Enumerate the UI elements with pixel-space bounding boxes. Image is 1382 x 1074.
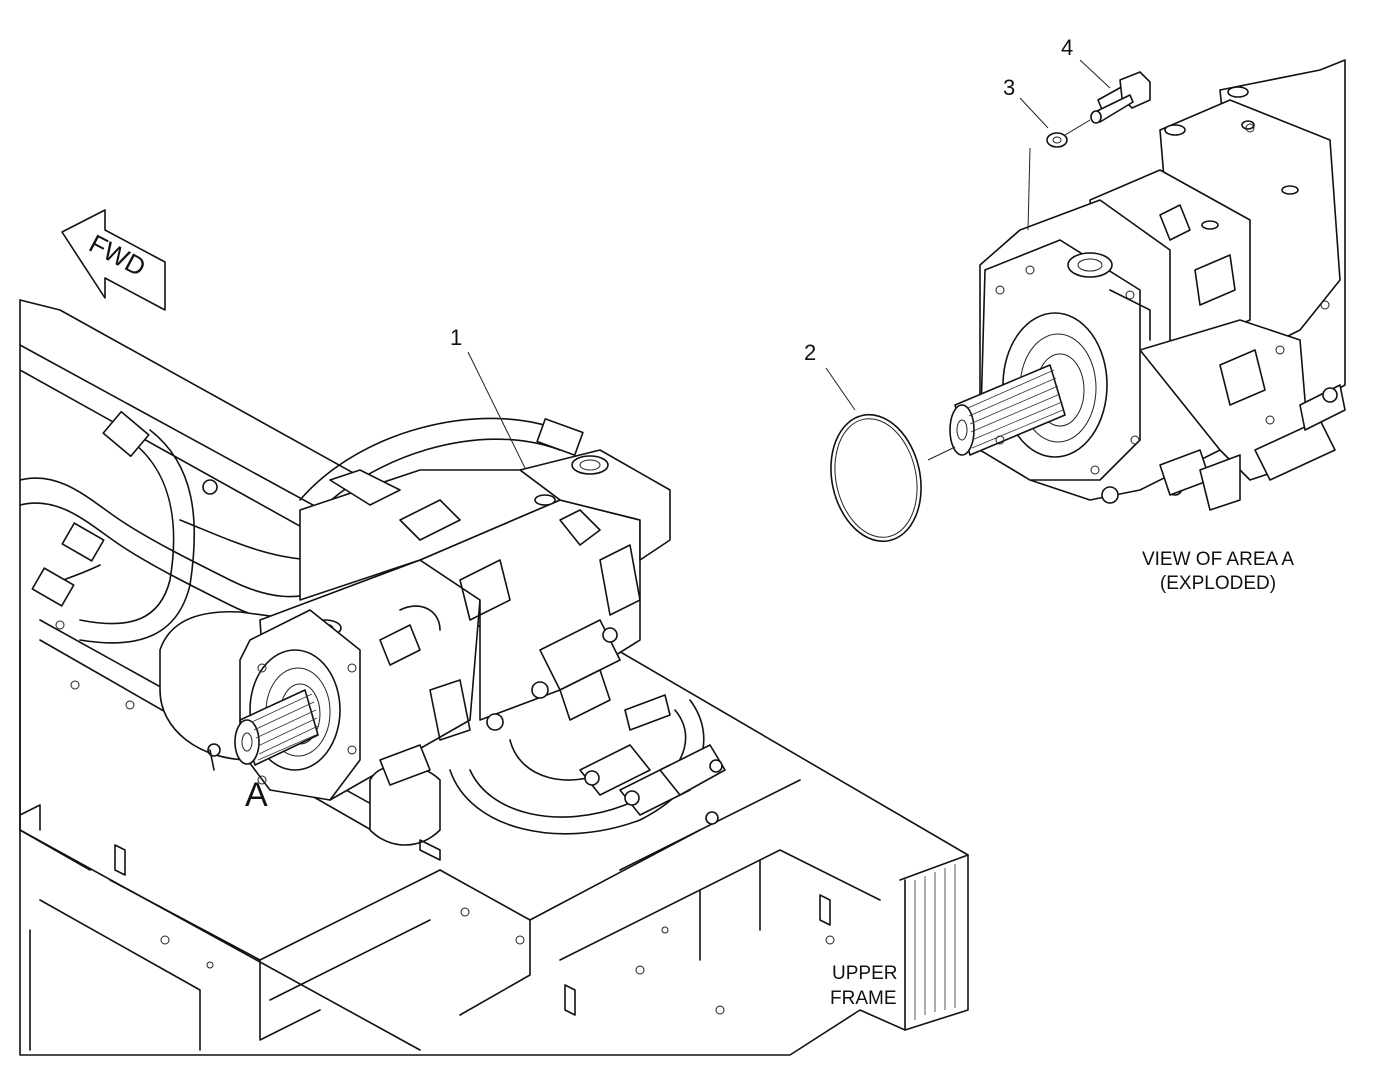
view-caption-line2: (EXPLODED) [1160, 573, 1276, 594]
frame-caption-line2: FRAME [830, 988, 897, 1009]
forward-arrow-icon: FWD [61, 209, 166, 311]
guide-line [1064, 119, 1091, 136]
pump-assembly-installed [159, 449, 726, 861]
callout-4: 4 [1061, 35, 1073, 60]
area-label: A [245, 776, 268, 814]
callout-1: 1 [450, 325, 462, 350]
upper-frame [19, 299, 969, 1056]
pump-assembly-exploded [949, 59, 1346, 511]
oring-seal [830, 413, 956, 543]
callout-leader-3 [1019, 97, 1049, 129]
guide-line [1027, 147, 1031, 231]
callout-3: 3 [1003, 75, 1015, 100]
frame-caption-line1: UPPER [832, 963, 897, 984]
washer [1046, 132, 1068, 148]
callout-leader-4 [1079, 59, 1111, 89]
hydraulic-hoses [19, 410, 705, 835]
callout-leader-1 [467, 351, 526, 469]
view-caption-line1: VIEW OF AREA A [1142, 549, 1294, 570]
callout-leader-2 [825, 367, 856, 411]
callout-2: 2 [804, 340, 816, 365]
bolt [1090, 71, 1151, 124]
